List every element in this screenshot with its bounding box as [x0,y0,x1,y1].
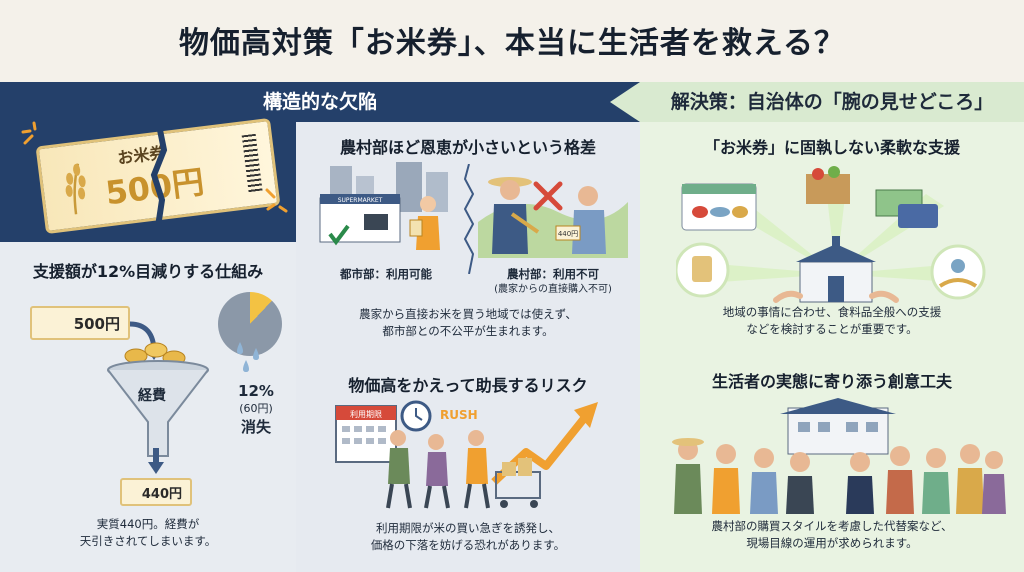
creative-caption-line1: 農村部の購買スタイルを考慮した代替案など、 [711,519,953,533]
droplets-icon [237,342,259,372]
mechanism-caption-line1: 実質440円。経費が [96,517,200,531]
mechanism-caption-line2: 天引きされてしまいます。 [79,534,217,548]
rush-label: RUSH [440,408,478,422]
risk-title: 物価高をかえって助長するリスク [348,376,588,395]
rural-label-block: 農村部：利用不可 (農家からの直接購入不可) [478,266,628,296]
left-section-header: 構造的な欠陥 [0,82,640,122]
mechanism-title: 支援額が12%目減りする仕組み [32,262,264,281]
flex-caption: 地域の事情に合わせ、食料品全般への支援 などを検討することが重要です。 [640,304,1024,338]
calendar-clock-icon: 利用期限 [335,400,432,463]
rural-label: 農村部：利用不可 [507,267,599,281]
mechanism-caption: 実質440円。経費が 天引きされてしまいます。 [0,516,296,550]
ticket-440-label: 440円 [141,486,182,502]
funnel-label: 経費 [138,388,166,404]
flex-caption-line2: などを検討することが重要です。 [746,322,918,336]
shoppers-illustration [386,430,541,509]
left-section-header-label: 構造的な欠陥 [262,91,377,113]
right-section-header: 解決策：自治体の「腕の見せどころ」 [610,82,1024,122]
flex-title: 「お米券」に固執しない柔軟な支援 [703,138,960,157]
funnel-icon [107,360,209,457]
rice-stalk-icon [65,163,86,215]
sparkle-icon [265,188,288,213]
loss-percent: 12% [238,382,274,400]
creative-title: 生活者の実態に寄り添う創意工夫 [711,372,952,391]
crack-icon [150,120,168,240]
urban-store-illustration: SUPERMARKET [319,162,448,250]
gap-title: 農村部ほど恩恵が小さいという格差 [339,138,596,157]
risk-caption-line2: 価格の下落を妨げる恐れがあります。 [370,538,566,552]
ticket-440: 440円 [120,478,192,506]
support-options-illustration [676,166,986,303]
urban-label: 都市部：利用可能 [340,267,432,281]
loss-pie-chart [218,292,282,356]
creative-caption: 農村部の購買スタイルを考慮した代替案など、 現場目線の運用が求められます。 [640,518,1024,552]
rice-voucher-ticket: お米券 500円 [35,117,281,235]
risk-caption: 利用期限が米の買い急ぎを誘発し、 価格の下落を妨げる恐れがあります。 [296,520,640,554]
right-section-header-label: 解決策：自治体の「腕の見せどころ」 [670,91,994,113]
flex-caption-line1: 地域の事情に合わせ、食料品全般への支援 [722,305,942,319]
ticket-500: 500円 [30,306,130,340]
down-arrow-icon [148,448,164,474]
divider-zigzag-icon [464,164,474,274]
rural-farmer-illustration: 440円 [478,177,628,258]
supermarket-sign: SUPERMARKET [338,197,383,204]
calendar-label: 利用期限 [350,409,382,419]
community-meeting-illustration [672,398,1006,514]
loss-amount: (60円) [239,402,273,415]
rural-sublabel: (農家からの直接購入不可) [494,284,612,295]
gap-caption-line1: 農家から直接お米を買う地域では使えず、 [359,307,577,321]
gap-caption: 農家から直接お米を買う地域では使えず、 都市部との不公平が生まれます。 [296,306,640,340]
risk-caption-line1: 利用期限が米の買い急ぎを誘発し、 [376,521,560,535]
rice-bag-price: 440円 [558,230,578,238]
ticket-500-label: 500円 [73,314,120,333]
page-title: 物価高対策「お米券」、本当に生活者を救える？ [178,26,846,61]
creative-caption-line2: 現場目線の運用が求められます。 [746,536,918,550]
loss-info: 12% (60円) 消失 [226,382,286,437]
loss-word: 消失 [240,418,271,436]
gap-caption-line2: 都市部との不公平が生まれます。 [382,324,554,338]
sparkle-icon [21,121,37,145]
